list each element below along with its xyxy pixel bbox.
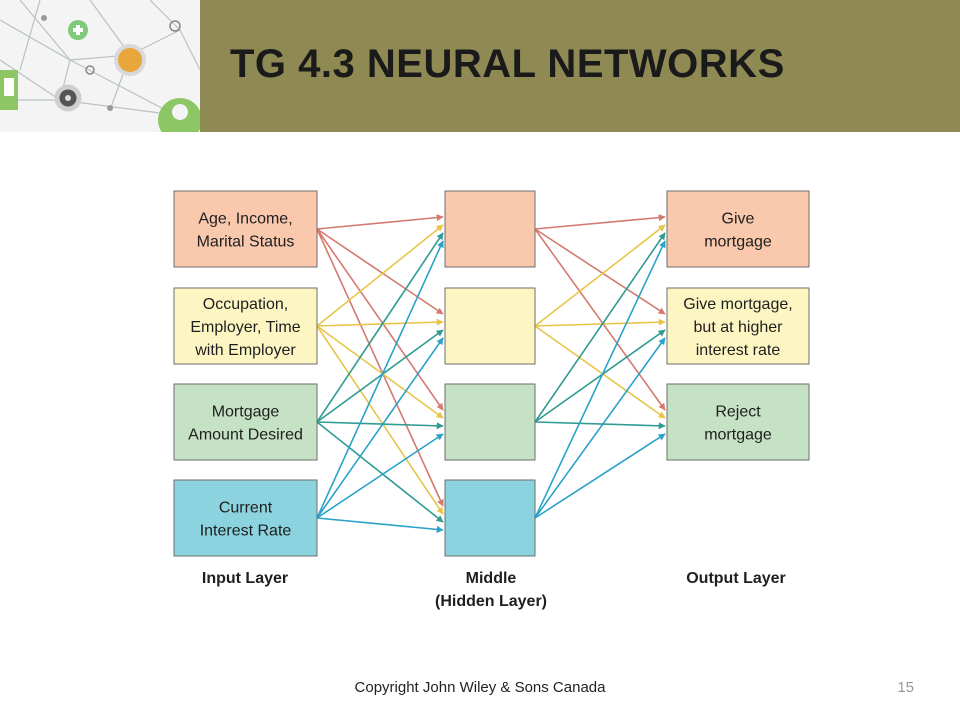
input-node-label: Marital Status	[197, 234, 295, 251]
output-node-label: mortgage	[704, 427, 772, 444]
edge-input-4-to-hidden-2	[316, 337, 444, 519]
output-node-label: Reject	[715, 404, 761, 421]
hidden-layer-label: Middle	[466, 570, 517, 587]
input-node-label: Age, Income,	[198, 211, 292, 228]
edge-hidden-1-to-output-1	[534, 214, 666, 230]
input-node-label: Employer, Time	[190, 319, 300, 336]
output-node-3: Reject mortgage	[666, 383, 810, 461]
edge-input-3-to-hidden-4	[316, 421, 444, 523]
layer-labels: Input Layer Middle (Hidden Layer) Output La…	[202, 570, 786, 610]
page-number: 15	[897, 679, 914, 696]
input-node-label: Amount Desired	[188, 427, 303, 444]
input-node-box	[173, 479, 318, 557]
edge-hidden-3-to-output-1	[534, 232, 666, 423]
output-node-box	[666, 287, 810, 365]
hidden-node-box	[444, 190, 536, 268]
edge-hidden-2-to-output-1	[534, 224, 666, 327]
output-node-2: Give mortgage, but at higher interest rate	[666, 287, 810, 365]
edge-hidden-4-to-output-2	[534, 337, 666, 519]
network-edges	[316, 214, 666, 533]
output-node-label: interest rate	[696, 342, 781, 359]
edge-input-4-to-hidden-4	[316, 517, 444, 533]
edge-hidden-4-to-output-3	[534, 433, 666, 519]
output-node-label: but at higher	[694, 319, 784, 336]
edge-input-1-to-hidden-3	[316, 228, 444, 411]
input-node-2: Occupation, Employer, Time with Employer	[173, 287, 318, 365]
edge-input-3-to-hidden-3	[316, 421, 444, 430]
input-node-label: Interest Rate	[200, 523, 292, 540]
title-bar: TG 4.3 NEURAL NETWORKS	[200, 0, 960, 132]
hidden-node-3	[444, 383, 536, 461]
output-node-label: Give	[722, 211, 755, 228]
output-layer-label: Output Layer	[686, 570, 786, 587]
slide-title: TG 4.3 NEURAL NETWORKS	[230, 42, 785, 86]
edge-input-3-to-hidden-1	[316, 232, 444, 423]
copyright-footer: Copyright John Wiley & Sons Canada	[354, 679, 606, 696]
input-layer-label: Input Layer	[202, 570, 288, 587]
output-node-label: mortgage	[704, 234, 772, 251]
edge-input-4-to-hidden-3	[316, 433, 444, 519]
edge-input-1-to-hidden-1	[316, 214, 444, 230]
edge-input-4-to-hidden-1	[316, 240, 444, 519]
input-node-1: Age, Income, Marital Status	[173, 190, 318, 268]
edge-hidden-3-to-output-3	[534, 421, 666, 430]
edge-input-3-to-hidden-2	[316, 329, 444, 423]
output-node-box	[666, 383, 810, 461]
header-network-image	[0, 0, 200, 132]
hidden-node-1	[444, 190, 536, 268]
output-node-box	[666, 190, 810, 268]
input-node-box	[173, 383, 318, 461]
output-node-label: Give mortgage,	[683, 296, 792, 313]
edge-hidden-3-to-output-2	[534, 329, 666, 423]
edge-input-2-to-hidden-3	[316, 325, 444, 419]
input-node-label: Occupation,	[203, 296, 288, 313]
edge-hidden-1-to-output-2	[534, 228, 666, 315]
input-node-label: Mortgage	[212, 404, 280, 421]
hidden-node-box	[444, 383, 536, 461]
edge-hidden-2-to-output-3	[534, 325, 666, 419]
input-node-label: with Employer	[194, 342, 296, 359]
input-node-label: Current	[219, 500, 273, 517]
input-node-box	[173, 287, 318, 365]
edge-input-2-to-hidden-1	[316, 224, 444, 327]
hidden-layer-label: (Hidden Layer)	[435, 593, 547, 610]
hidden-node-box	[444, 287, 536, 365]
hidden-node-box	[444, 479, 536, 557]
edge-hidden-1-to-output-3	[534, 228, 666, 411]
input-node-box	[173, 190, 318, 268]
hidden-node-2	[444, 287, 536, 365]
network-graphic-icon	[0, 0, 200, 132]
edge-input-2-to-hidden-4	[316, 325, 444, 515]
edge-input-1-to-hidden-2	[316, 228, 444, 315]
rss-icon	[114, 44, 146, 76]
output-node-1: Give mortgage	[666, 190, 810, 268]
edge-input-1-to-hidden-4	[316, 228, 444, 507]
edge-hidden-4-to-output-1	[534, 240, 666, 519]
edge-hidden-2-to-output-2	[534, 318, 666, 327]
hidden-node-4	[444, 479, 536, 557]
edge-input-2-to-hidden-2	[316, 318, 444, 327]
